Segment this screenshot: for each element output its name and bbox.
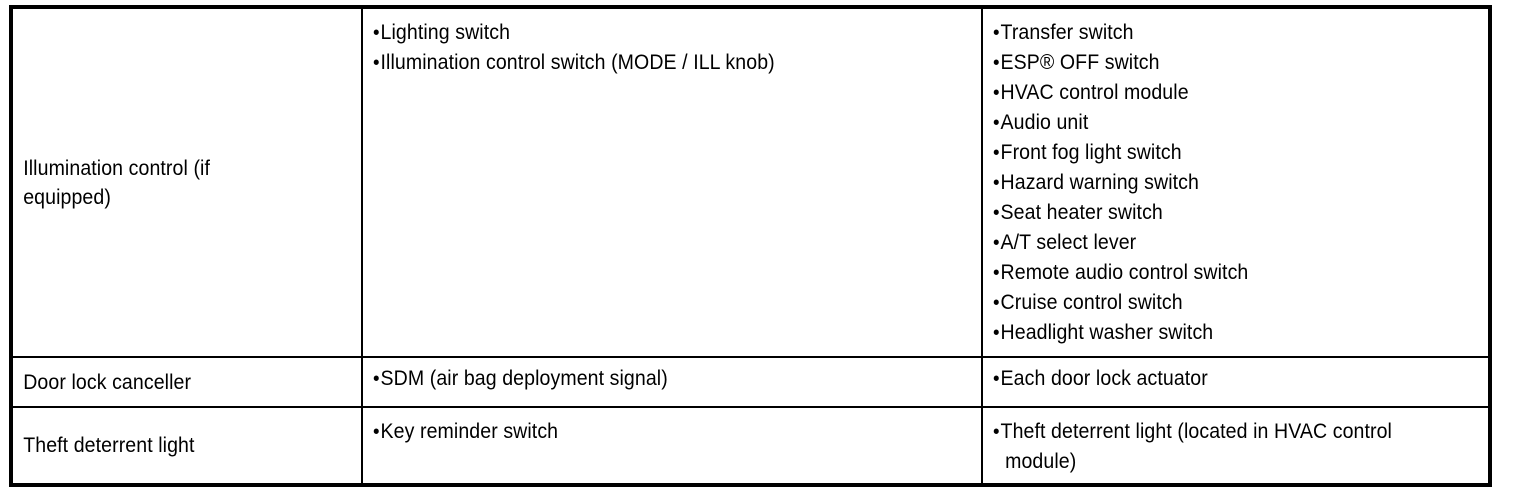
- system-name-cell: Theft deterrent light: [11, 406, 362, 485]
- list-item: SDM (air bag deployment signal): [373, 364, 931, 394]
- system-component-table: Illumination control (if equipped) Light…: [9, 5, 1492, 487]
- output-list-wrap: Theft deterrent light (located in HVAC c…: [983, 408, 1488, 483]
- list-item: Headlight washer switch: [993, 318, 1446, 348]
- system-name-cell: Illumination control (if equipped): [11, 7, 362, 357]
- list-item: HVAC control module: [993, 78, 1446, 108]
- list-item: Lighting switch: [373, 18, 931, 48]
- input-signals-cell: SDM (air bag deployment signal): [360, 356, 982, 407]
- list-item: Transfer switch: [993, 18, 1446, 48]
- output-list-wrap: Each door lock actuator: [983, 358, 1488, 400]
- system-name-cell: Door lock canceller: [11, 356, 362, 407]
- list-item: Front fog light switch: [993, 138, 1446, 168]
- table-row: Door lock canceller SDM (air bag deploym…: [11, 356, 1490, 407]
- list-item: Remote audio control switch: [993, 258, 1446, 288]
- list-item: Audio unit: [993, 108, 1446, 138]
- list-item: Illumination control switch (MODE / ILL …: [373, 48, 931, 78]
- output-devices-cell: Transfer switch ESP® OFF switch HVAC con…: [980, 7, 1490, 357]
- system-name-label: Door lock canceller: [23, 370, 192, 394]
- list-item: Hazard warning switch: [993, 168, 1446, 198]
- input-signal-list: Key reminder switch: [373, 417, 973, 447]
- input-list-wrap: Key reminder switch: [363, 408, 981, 453]
- output-devices-cell: Each door lock actuator: [980, 356, 1490, 407]
- table-row: Illumination control (if equipped) Light…: [11, 7, 1490, 357]
- input-signal-list: SDM (air bag deployment signal): [373, 364, 973, 394]
- output-device-list: Transfer switch ESP® OFF switch HVAC con…: [993, 18, 1480, 348]
- table-body: Illumination control (if equipped) Light…: [11, 7, 1490, 485]
- list-item: Cruise control switch: [993, 288, 1446, 318]
- list-item: Seat heater switch: [993, 198, 1446, 228]
- output-device-list: Theft deterrent light (located in HVAC c…: [993, 417, 1480, 477]
- input-signals-cell: Lighting switch Illumination control swi…: [360, 7, 982, 357]
- list-item: ESP® OFF switch: [993, 48, 1446, 78]
- input-signals-cell: Key reminder switch: [360, 406, 982, 485]
- input-list-wrap: Lighting switch Illumination control swi…: [363, 9, 981, 84]
- list-item: Each door lock actuator: [993, 364, 1446, 394]
- output-devices-cell: Theft deterrent light (located in HVAC c…: [980, 406, 1490, 485]
- system-name-label: Theft deterrent light: [23, 434, 195, 457]
- output-list-wrap: Transfer switch ESP® OFF switch HVAC con…: [983, 9, 1488, 354]
- list-item: A/T select lever: [993, 228, 1446, 258]
- input-list-wrap: SDM (air bag deployment signal): [363, 358, 981, 400]
- output-device-list: Each door lock actuator: [993, 364, 1480, 394]
- system-name-label: Illumination control (if equipped): [23, 156, 211, 209]
- input-signal-list: Lighting switch Illumination control swi…: [373, 18, 973, 78]
- list-item: Key reminder switch: [373, 417, 931, 447]
- table-row: Theft deterrent light Key reminder switc…: [11, 406, 1490, 485]
- list-item: Theft deterrent light (located in HVAC c…: [993, 417, 1446, 477]
